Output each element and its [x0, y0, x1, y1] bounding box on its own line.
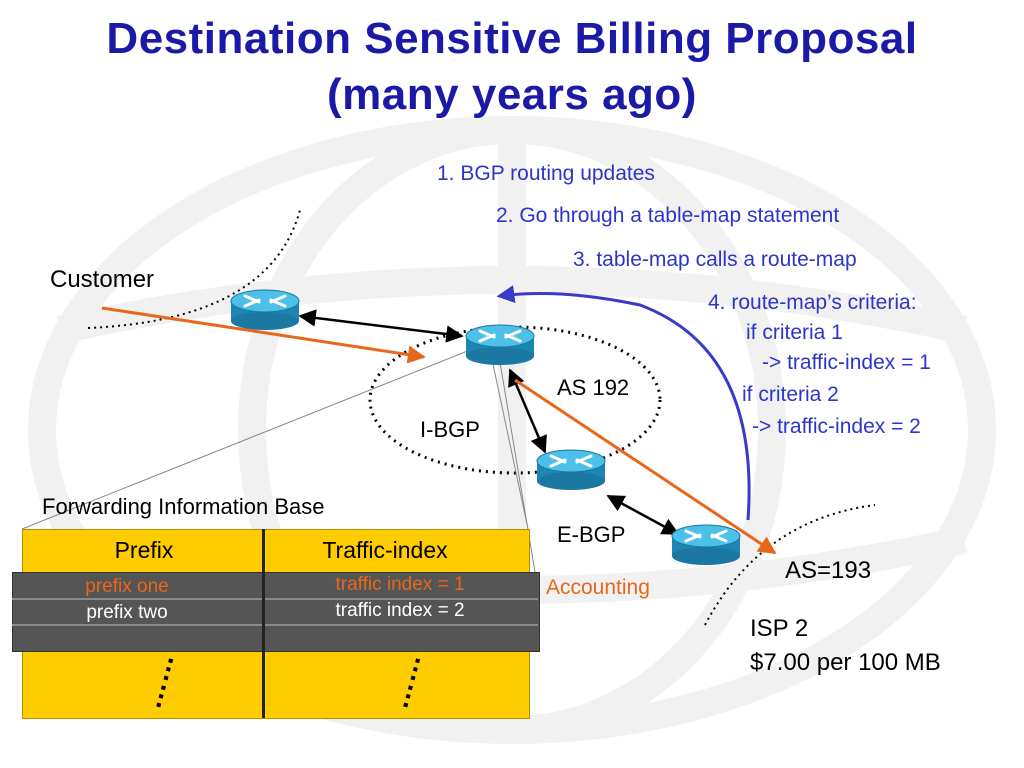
as192-boundary — [368, 325, 662, 475]
isp-label: ISP 2 — [750, 615, 809, 642]
slide-title: Destination Sensitive Billing Proposal — [106, 14, 918, 63]
router-icon — [535, 448, 607, 492]
fib-row-2-index: traffic index = 2 — [335, 600, 465, 621]
step-2: 2. Go through a table-map statement — [496, 204, 840, 227]
accounting-label: Accounting — [546, 576, 650, 599]
criteria-2: if criteria 2 — [742, 383, 839, 406]
router-icon — [229, 288, 301, 332]
traffic-index-2: -> traffic-index = 2 — [752, 415, 921, 438]
step-3: 3. table-map calls a route-map — [573, 248, 857, 271]
traffic-arrow-customer — [101, 306, 426, 364]
link-ebgp — [606, 494, 680, 536]
fib-row-1-index: traffic index = 1 — [335, 574, 465, 595]
as193-label: AS=193 — [785, 557, 872, 584]
price-label: $7.00 per 100 MB — [750, 649, 941, 676]
step-1: 1. BGP routing updates — [437, 162, 655, 185]
link-ibgp — [508, 368, 547, 454]
slide-subtitle: (many years ago) — [327, 70, 697, 119]
row-divider — [12, 624, 538, 626]
traffic-arrow-accounting — [514, 378, 777, 555]
fib-header-traffic-index: Traffic-index — [322, 537, 448, 563]
step-4: 4. route-map’s criteria: — [708, 291, 917, 314]
router-icon — [464, 323, 536, 367]
fib-row-1-prefix: prefix one — [85, 576, 169, 597]
fib-row-2-prefix: prefix two — [86, 602, 168, 623]
fib-caption: Forwarding Information Base — [42, 494, 325, 519]
traffic-index-1: -> traffic-index = 1 — [762, 351, 931, 374]
ibgp-label: I-BGP — [420, 417, 480, 442]
ebgp-label: E-BGP — [557, 522, 626, 547]
row-divider — [12, 598, 538, 600]
router-icon — [670, 523, 742, 567]
link-customer-as192 — [298, 309, 464, 343]
fib-header-prefix: Prefix — [114, 537, 174, 563]
as192-label: AS 192 — [557, 375, 630, 400]
criteria-1: if criteria 1 — [746, 321, 843, 344]
fib-rows — [12, 572, 540, 652]
bgp-update-arrow — [496, 285, 751, 521]
customer-label: Customer — [50, 266, 155, 293]
column-divider — [262, 529, 265, 718]
